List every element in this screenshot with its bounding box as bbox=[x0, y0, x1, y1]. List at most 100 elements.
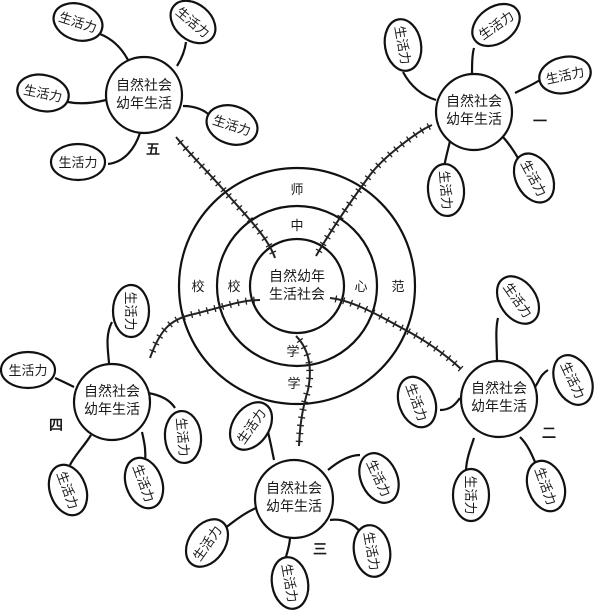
track-tie bbox=[296, 432, 304, 435]
track-tie bbox=[457, 365, 464, 372]
track-tie bbox=[213, 305, 217, 313]
track-to-node-5 bbox=[175, 136, 276, 259]
leaf: 生活力 bbox=[52, 2, 104, 42]
track-tie bbox=[188, 151, 195, 158]
track-tie bbox=[198, 163, 205, 170]
track-tie bbox=[220, 186, 227, 193]
track-tie bbox=[319, 241, 327, 247]
leaf-label: 生活力 bbox=[360, 531, 382, 572]
leaf: 生活力 bbox=[495, 275, 541, 325]
leaf: 生活力 bbox=[123, 456, 165, 510]
track-tie bbox=[342, 297, 346, 305]
inner-circle-center bbox=[248, 237, 346, 335]
track-tie bbox=[306, 377, 314, 380]
node-5: 自然社会 幼年生活 五 生活力 生活力 生活力 生活力 生活力 bbox=[16, 0, 259, 182]
leaf: 生活力 bbox=[552, 354, 594, 406]
leaf-label: 生活力 bbox=[172, 417, 190, 457]
track-tie bbox=[371, 309, 376, 317]
leaf: 生活力 bbox=[49, 142, 107, 182]
track-tie bbox=[337, 214, 344, 220]
leaf: 生活力 bbox=[352, 524, 392, 578]
branch bbox=[402, 71, 437, 102]
branch bbox=[439, 397, 461, 412]
track-tie bbox=[303, 353, 311, 357]
track-tie bbox=[205, 307, 209, 315]
track-tie bbox=[426, 123, 431, 130]
leaf-label: 生活力 bbox=[8, 364, 47, 379]
node-label-line-2: 幼年生活 bbox=[266, 499, 322, 515]
center-label-line-1: 自然幼年 bbox=[269, 268, 325, 285]
leaf: 生活力 bbox=[451, 467, 491, 523]
track-tie bbox=[381, 156, 387, 163]
leaf: 生活力 bbox=[16, 73, 70, 113]
track-tie bbox=[193, 157, 200, 164]
track-tie bbox=[177, 139, 184, 146]
track-tie bbox=[161, 327, 168, 333]
track-tie bbox=[328, 227, 335, 233]
leaf: 生活力 bbox=[184, 518, 230, 568]
track-tie bbox=[253, 296, 255, 304]
track-tie bbox=[439, 350, 445, 357]
branch bbox=[514, 79, 541, 94]
track-tie bbox=[152, 341, 160, 346]
branch bbox=[327, 453, 361, 471]
leaf: 生活力 bbox=[47, 463, 89, 517]
track-tie bbox=[413, 332, 418, 339]
node-circle bbox=[459, 359, 539, 439]
track-tie bbox=[156, 334, 164, 339]
node-2: 自然社会 幼年生活 二 生活力 生活力 生活力 生活力 生活力 bbox=[396, 275, 594, 523]
middle-ring-labels: 中 心 学 校 bbox=[227, 219, 367, 360]
node-circle bbox=[104, 55, 184, 135]
track-tie bbox=[364, 175, 372, 181]
node-circle bbox=[434, 72, 514, 152]
track-tie bbox=[204, 169, 211, 175]
outer-ring-normal-school bbox=[177, 166, 417, 406]
track-tie bbox=[221, 302, 225, 311]
node-label-line-2: 幼年生活 bbox=[471, 399, 527, 415]
track-tie bbox=[197, 309, 201, 317]
track-tie bbox=[251, 223, 259, 229]
track-tie bbox=[346, 201, 353, 207]
branch bbox=[99, 32, 129, 61]
track-tie bbox=[269, 250, 277, 255]
track-tie bbox=[399, 324, 404, 332]
node-number: 一 bbox=[533, 114, 547, 130]
node-label-line-2: 幼年生活 bbox=[84, 402, 140, 418]
track-tie bbox=[296, 337, 304, 344]
node-label-line-1: 自然社会 bbox=[266, 480, 322, 497]
node-3: 自然社会 幼年生活 三 生活力 生活力 生活力 生活力 生活力 bbox=[184, 401, 400, 610]
branch bbox=[519, 436, 537, 463]
node-number: 二 bbox=[542, 426, 556, 442]
branch bbox=[54, 376, 75, 388]
middle-ring-label-bottom: 学 bbox=[286, 344, 299, 360]
track-tie bbox=[392, 320, 397, 328]
track-tie bbox=[360, 181, 367, 187]
track-tie bbox=[215, 180, 222, 187]
track-tie bbox=[385, 316, 390, 324]
track-tie bbox=[349, 299, 354, 307]
track-tie bbox=[419, 127, 425, 134]
track-tie bbox=[387, 151, 393, 158]
track-tie bbox=[167, 321, 173, 328]
node-circle bbox=[72, 362, 152, 442]
leaf: 生活力 bbox=[471, 2, 521, 48]
track-tie bbox=[305, 361, 313, 364]
branch bbox=[176, 41, 188, 67]
branch bbox=[329, 518, 361, 533]
track-to-node-1 bbox=[315, 124, 433, 257]
node-label-line-1: 自然社会 bbox=[471, 380, 527, 397]
outer-ring-label-left: 校 bbox=[191, 279, 204, 295]
track-tie bbox=[332, 221, 340, 227]
leaf-label: 生活力 bbox=[58, 156, 97, 171]
track-tie bbox=[364, 305, 369, 313]
track-tie bbox=[174, 316, 179, 324]
track-tie bbox=[305, 385, 313, 388]
track-tie bbox=[369, 168, 376, 175]
leaf: 生活力 bbox=[163, 409, 203, 465]
track-tie bbox=[256, 229, 264, 235]
track-tie bbox=[230, 198, 238, 205]
track-tie bbox=[356, 302, 361, 310]
node-label-line-2: 幼年生活 bbox=[116, 96, 172, 112]
